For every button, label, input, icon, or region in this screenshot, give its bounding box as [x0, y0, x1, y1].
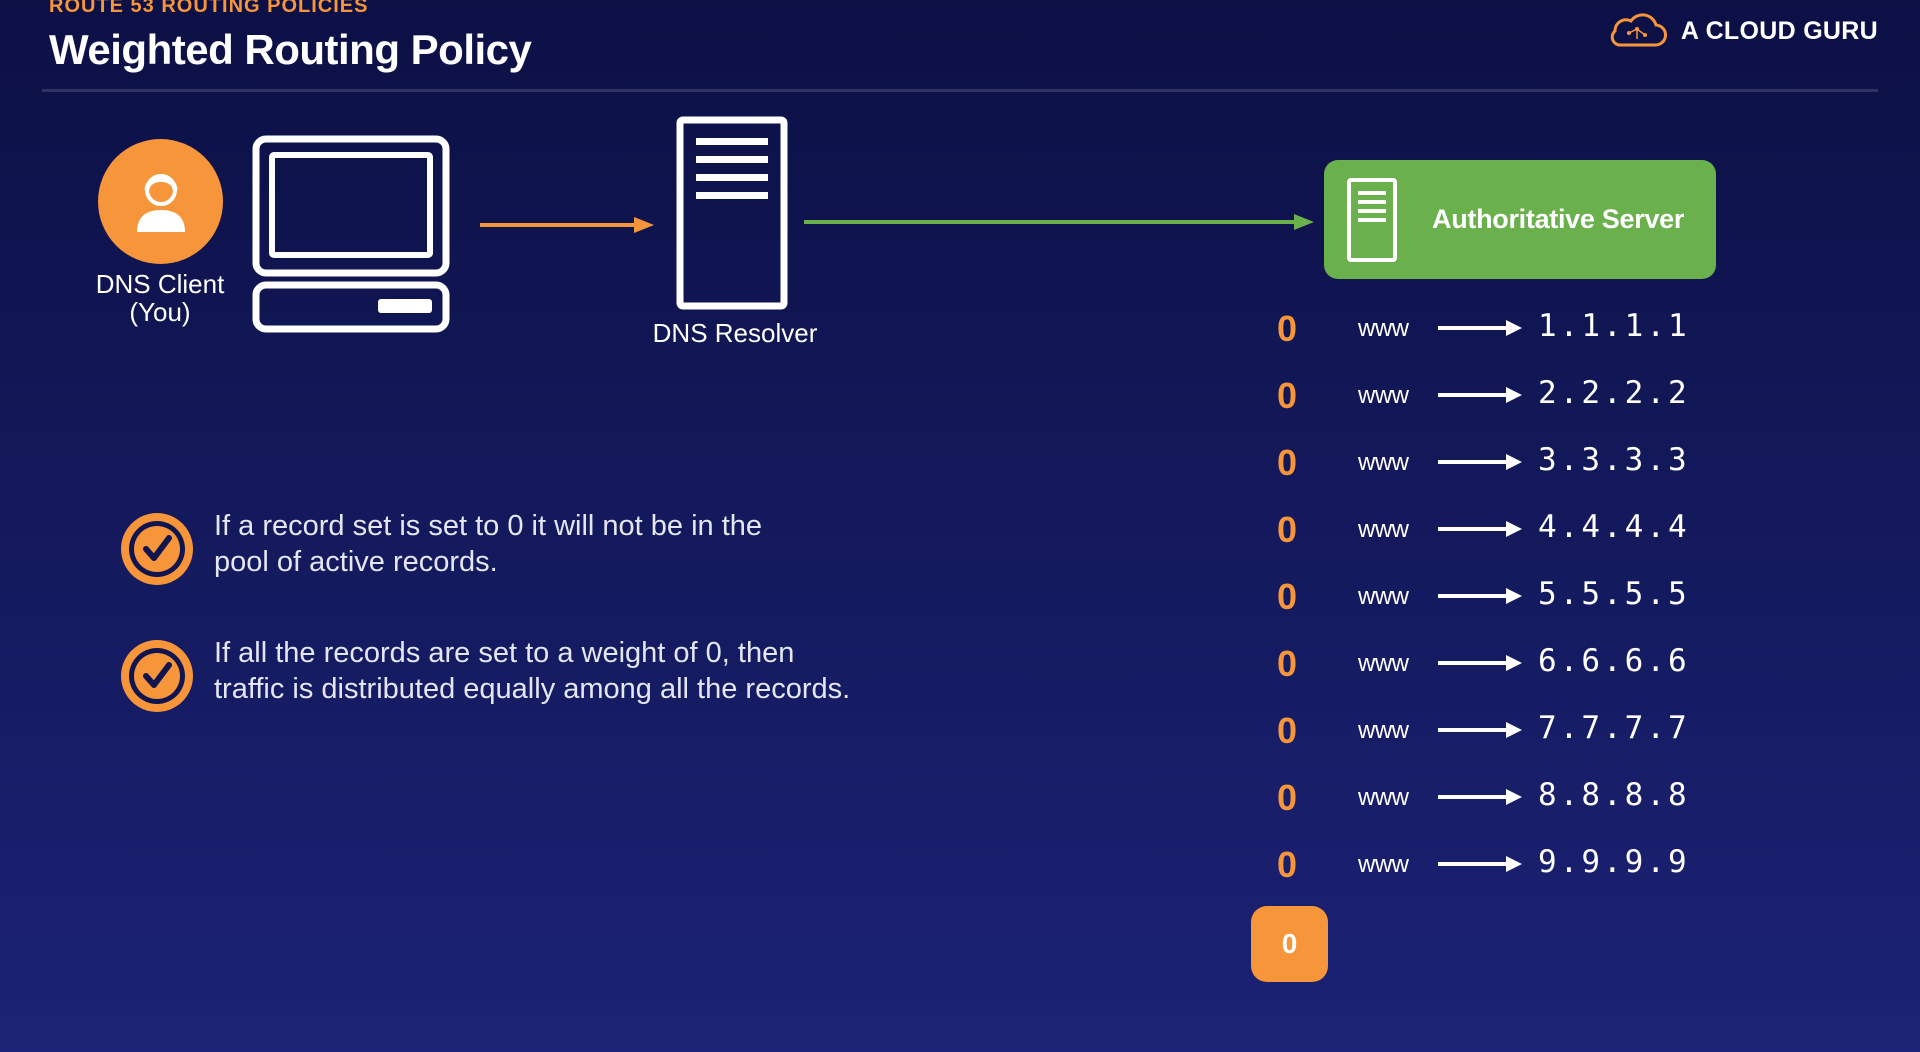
client-to-resolver-arrow: [480, 217, 654, 233]
bullet-text-line1: If all the records are set to a weight o…: [214, 637, 795, 669]
record-host: www: [1358, 583, 1409, 610]
section-kicker: ROUTE 53 ROUTING POLICIES: [49, 0, 369, 17]
brand-logo: A CLOUD GURU: [1607, 10, 1878, 52]
dns-client-label-line2: (You): [129, 297, 191, 327]
right-arrow-icon: [1438, 588, 1522, 604]
record-host: www: [1358, 784, 1409, 811]
record-weight: 0: [1276, 375, 1298, 416]
laptop-icon: [252, 135, 450, 333]
bullet-text-line2: pool of active records.: [214, 546, 498, 578]
record-row: 0 www 2.2.2.2: [1260, 369, 1687, 436]
record-row: 0 www 9.9.9.9: [1260, 838, 1687, 905]
server-icon: [1347, 177, 1397, 262]
checkmark-circle-icon: [121, 640, 193, 712]
record-weight: 0: [1276, 442, 1298, 483]
header-divider: [42, 89, 1878, 92]
record-weight: 0: [1276, 844, 1298, 885]
dns-resolver-server-icon: [676, 116, 788, 310]
record-ip: 6.6.6.6: [1538, 643, 1690, 679]
page-title: Weighted Routing Policy: [49, 26, 532, 73]
record-ip: 2.2.2.2: [1538, 375, 1690, 411]
record-weight: 0: [1276, 308, 1298, 349]
record-host: www: [1358, 449, 1409, 476]
right-arrow-icon: [1438, 789, 1522, 805]
weight-input-box[interactable]: 0: [1251, 906, 1328, 982]
dns-resolver-label: DNS Resolver: [652, 318, 818, 348]
record-host: www: [1358, 650, 1409, 677]
right-arrow-icon: [1438, 387, 1522, 403]
record-row: 0 www 6.6.6.6: [1260, 637, 1687, 704]
checkmark-circle-icon: [121, 513, 193, 585]
record-weight: 0: [1276, 509, 1298, 550]
record-host: www: [1358, 382, 1409, 409]
bullet-text-line1: If a record set is set to 0 it will not …: [214, 510, 763, 542]
brand-name: A CLOUD GURU: [1680, 16, 1878, 45]
bullet-item: If all the records are set to a weight o…: [116, 635, 850, 717]
authoritative-server-label: Authoritative Server: [1432, 204, 1685, 234]
bullet-item: If a record set is set to 0 it will not …: [116, 508, 762, 590]
record-row: 0 www 5.5.5.5: [1260, 570, 1687, 637]
right-arrow-icon: [1438, 320, 1522, 336]
bullet-text: If a record set is set to 0 it will not …: [214, 508, 762, 580]
record-weight: 0: [1276, 777, 1298, 818]
dns-client-label: DNS Client (You): [80, 270, 240, 326]
record-weight: 0: [1276, 643, 1298, 684]
record-weight: 0: [1276, 710, 1298, 751]
record-row: 0 www 1.1.1.1: [1260, 302, 1687, 369]
right-arrow-icon: [1438, 856, 1522, 872]
record-row: 0 www 8.8.8.8: [1260, 771, 1687, 838]
record-ip: 3.3.3.3: [1538, 442, 1690, 478]
record-ip: 7.7.7.7: [1538, 710, 1690, 746]
record-ip: 8.8.8.8: [1538, 777, 1690, 813]
cloud-logo-icon: [1610, 13, 1667, 47]
right-arrow-icon: [1438, 655, 1522, 671]
bullet-text-line2: traffic is distributed equally among all…: [214, 673, 851, 705]
right-arrow-icon: [1438, 521, 1522, 537]
record-row: 0 www 3.3.3.3: [1260, 436, 1687, 503]
dns-client-avatar: [98, 139, 223, 264]
bullet-text: If all the records are set to a weight o…: [214, 635, 850, 707]
record-ip: 1.1.1.1: [1538, 308, 1690, 344]
right-arrow-icon: [1438, 454, 1522, 470]
record-host: www: [1358, 315, 1409, 342]
record-ip: 4.4.4.4: [1538, 509, 1690, 545]
record-host: www: [1358, 717, 1409, 744]
right-arrow-icon: [1438, 722, 1522, 738]
authoritative-server: Authoritative Server: [1324, 160, 1716, 279]
person-icon: [136, 173, 185, 232]
record-row: 0 www 4.4.4.4: [1260, 503, 1687, 570]
resolver-to-authoritative-arrow: [804, 214, 1314, 230]
dns-client-label-line1: DNS Client: [95, 269, 225, 299]
weighted-records-list: 0 www 1.1.1.1 0 www 2.2.2.2 0 www 3.3.3.…: [1260, 302, 1687, 905]
record-weight: 0: [1276, 576, 1298, 617]
record-ip: 9.9.9.9: [1538, 844, 1690, 880]
record-host: www: [1358, 851, 1409, 878]
record-host: www: [1358, 516, 1409, 543]
record-ip: 5.5.5.5: [1538, 576, 1690, 612]
record-row: 0 www 7.7.7.7: [1260, 704, 1687, 771]
